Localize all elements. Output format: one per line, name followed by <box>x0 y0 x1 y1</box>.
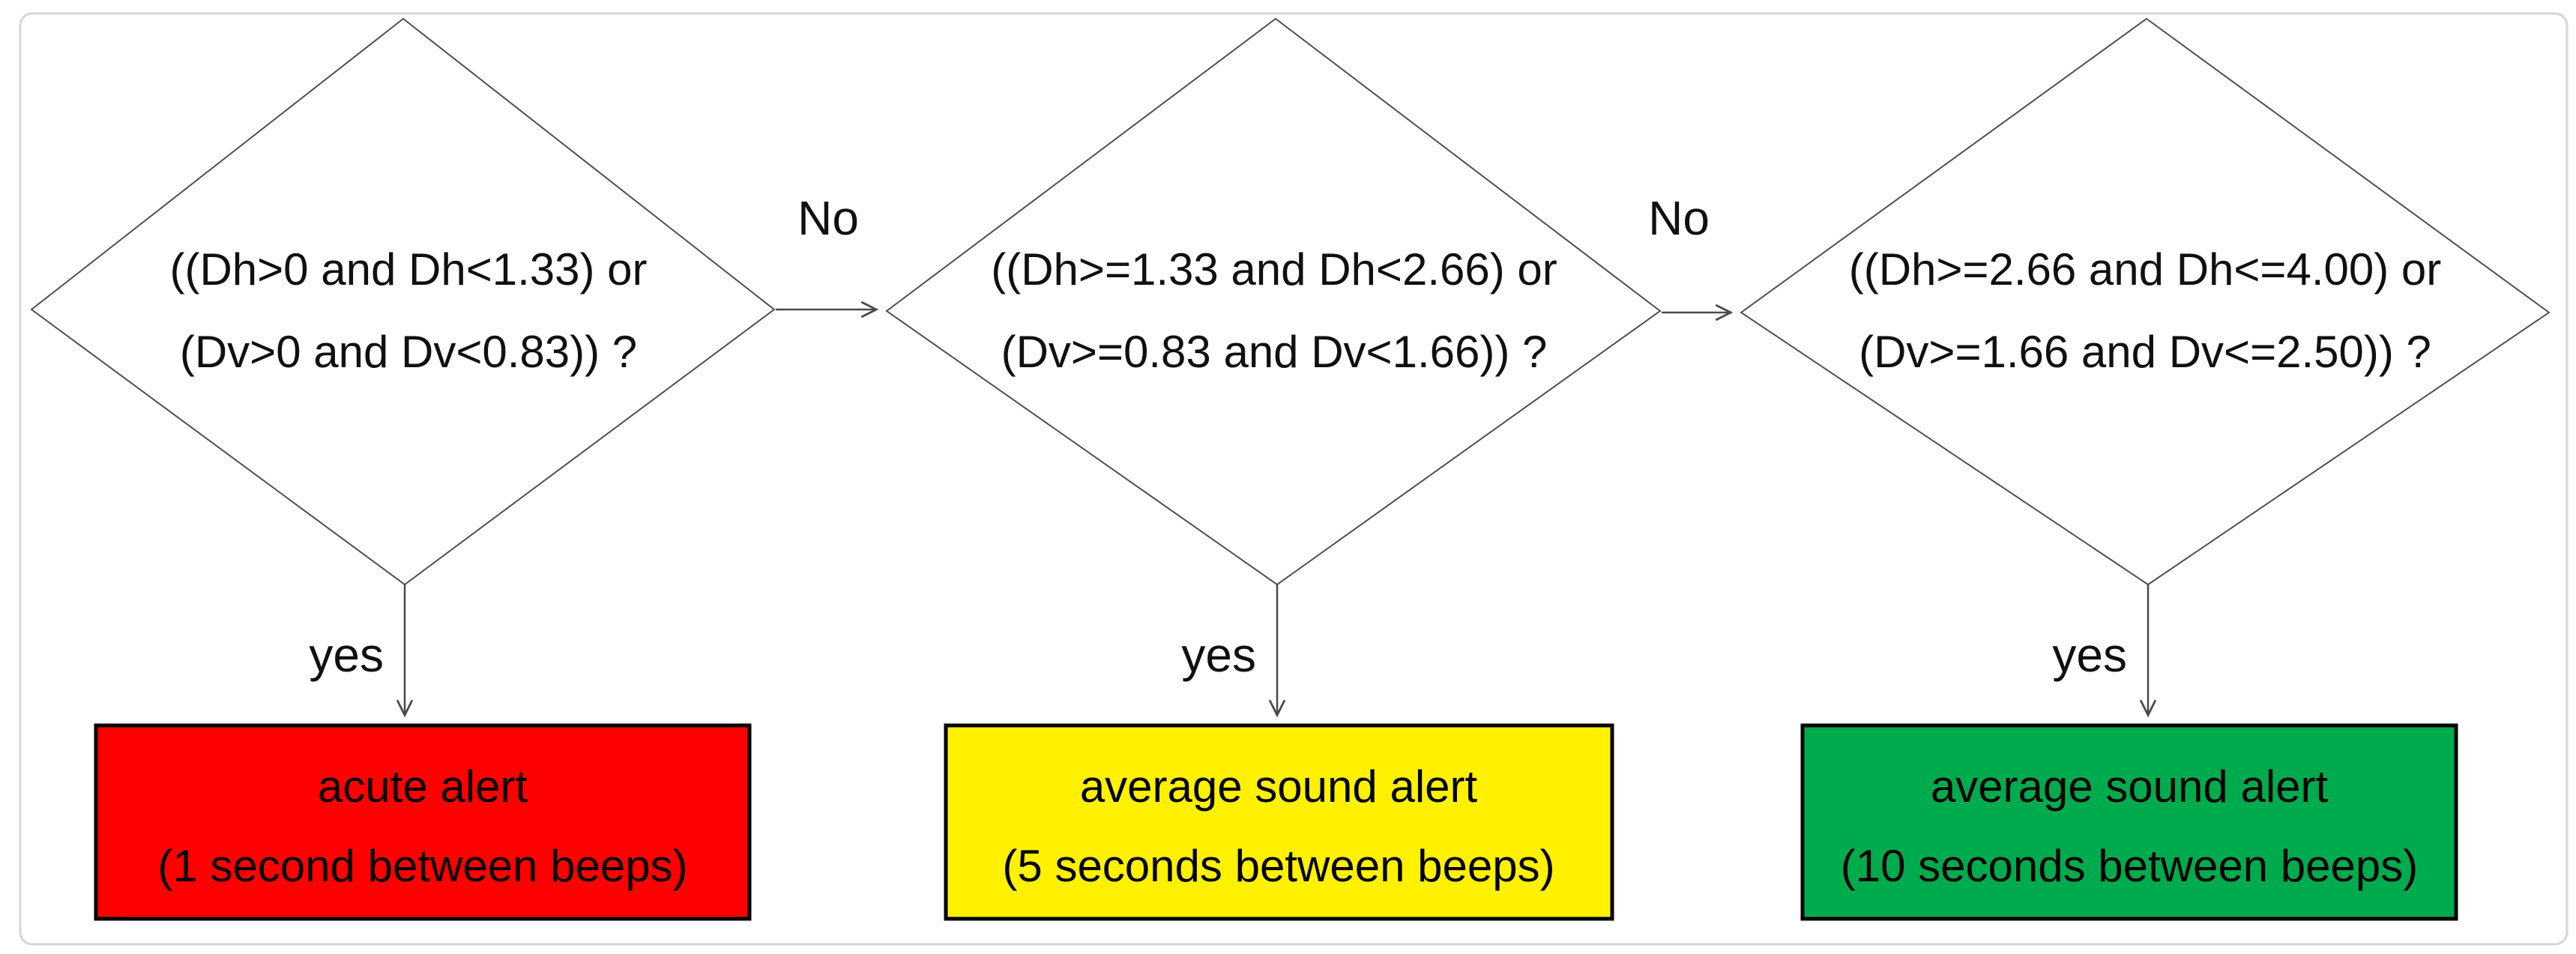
decision-2-condition-line1: ((Dh>=1.33 and Dh<2.66) or <box>991 244 1557 295</box>
decision-3-condition-line2: (Dv>=1.66 and Dv<=2.50)) ? <box>1859 327 2431 377</box>
yes-label-1: yes <box>309 628 384 682</box>
yes-label-3: yes <box>2052 628 2127 682</box>
no-label-1: No <box>797 191 859 245</box>
outcome-box-average-sound-alert-5s <box>944 723 1614 921</box>
outcome-3-line1: average sound alert <box>1931 761 2329 812</box>
decision-3-condition-line1: ((Dh>=2.66 and Dh<=4.00) or <box>1849 244 2442 295</box>
outcome-box-average-sound-alert-10s <box>1800 723 2458 921</box>
decision-1-condition-line1: ((Dh>0 and Dh<1.33) or <box>169 244 647 295</box>
outcome-3-line2: (10 seconds between beeps) <box>1841 841 2419 891</box>
outcome-1-line2: (1 second between beeps) <box>157 841 687 891</box>
outcome-box-acute-alert <box>94 723 752 921</box>
decision-2-condition-line2: (Dv>=0.83 and Dv<1.66)) ? <box>1001 327 1548 377</box>
yes-label-2: yes <box>1181 628 1256 682</box>
no-label-2: No <box>1648 191 1710 245</box>
outcome-2-line1: average sound alert <box>1080 761 1478 812</box>
outcome-2-line2: (5 seconds between beeps) <box>1002 841 1554 891</box>
decision-1-condition-line2: (Dv>0 and Dv<0.83)) ? <box>180 327 637 377</box>
outcome-1-line1: acute alert <box>318 761 528 812</box>
